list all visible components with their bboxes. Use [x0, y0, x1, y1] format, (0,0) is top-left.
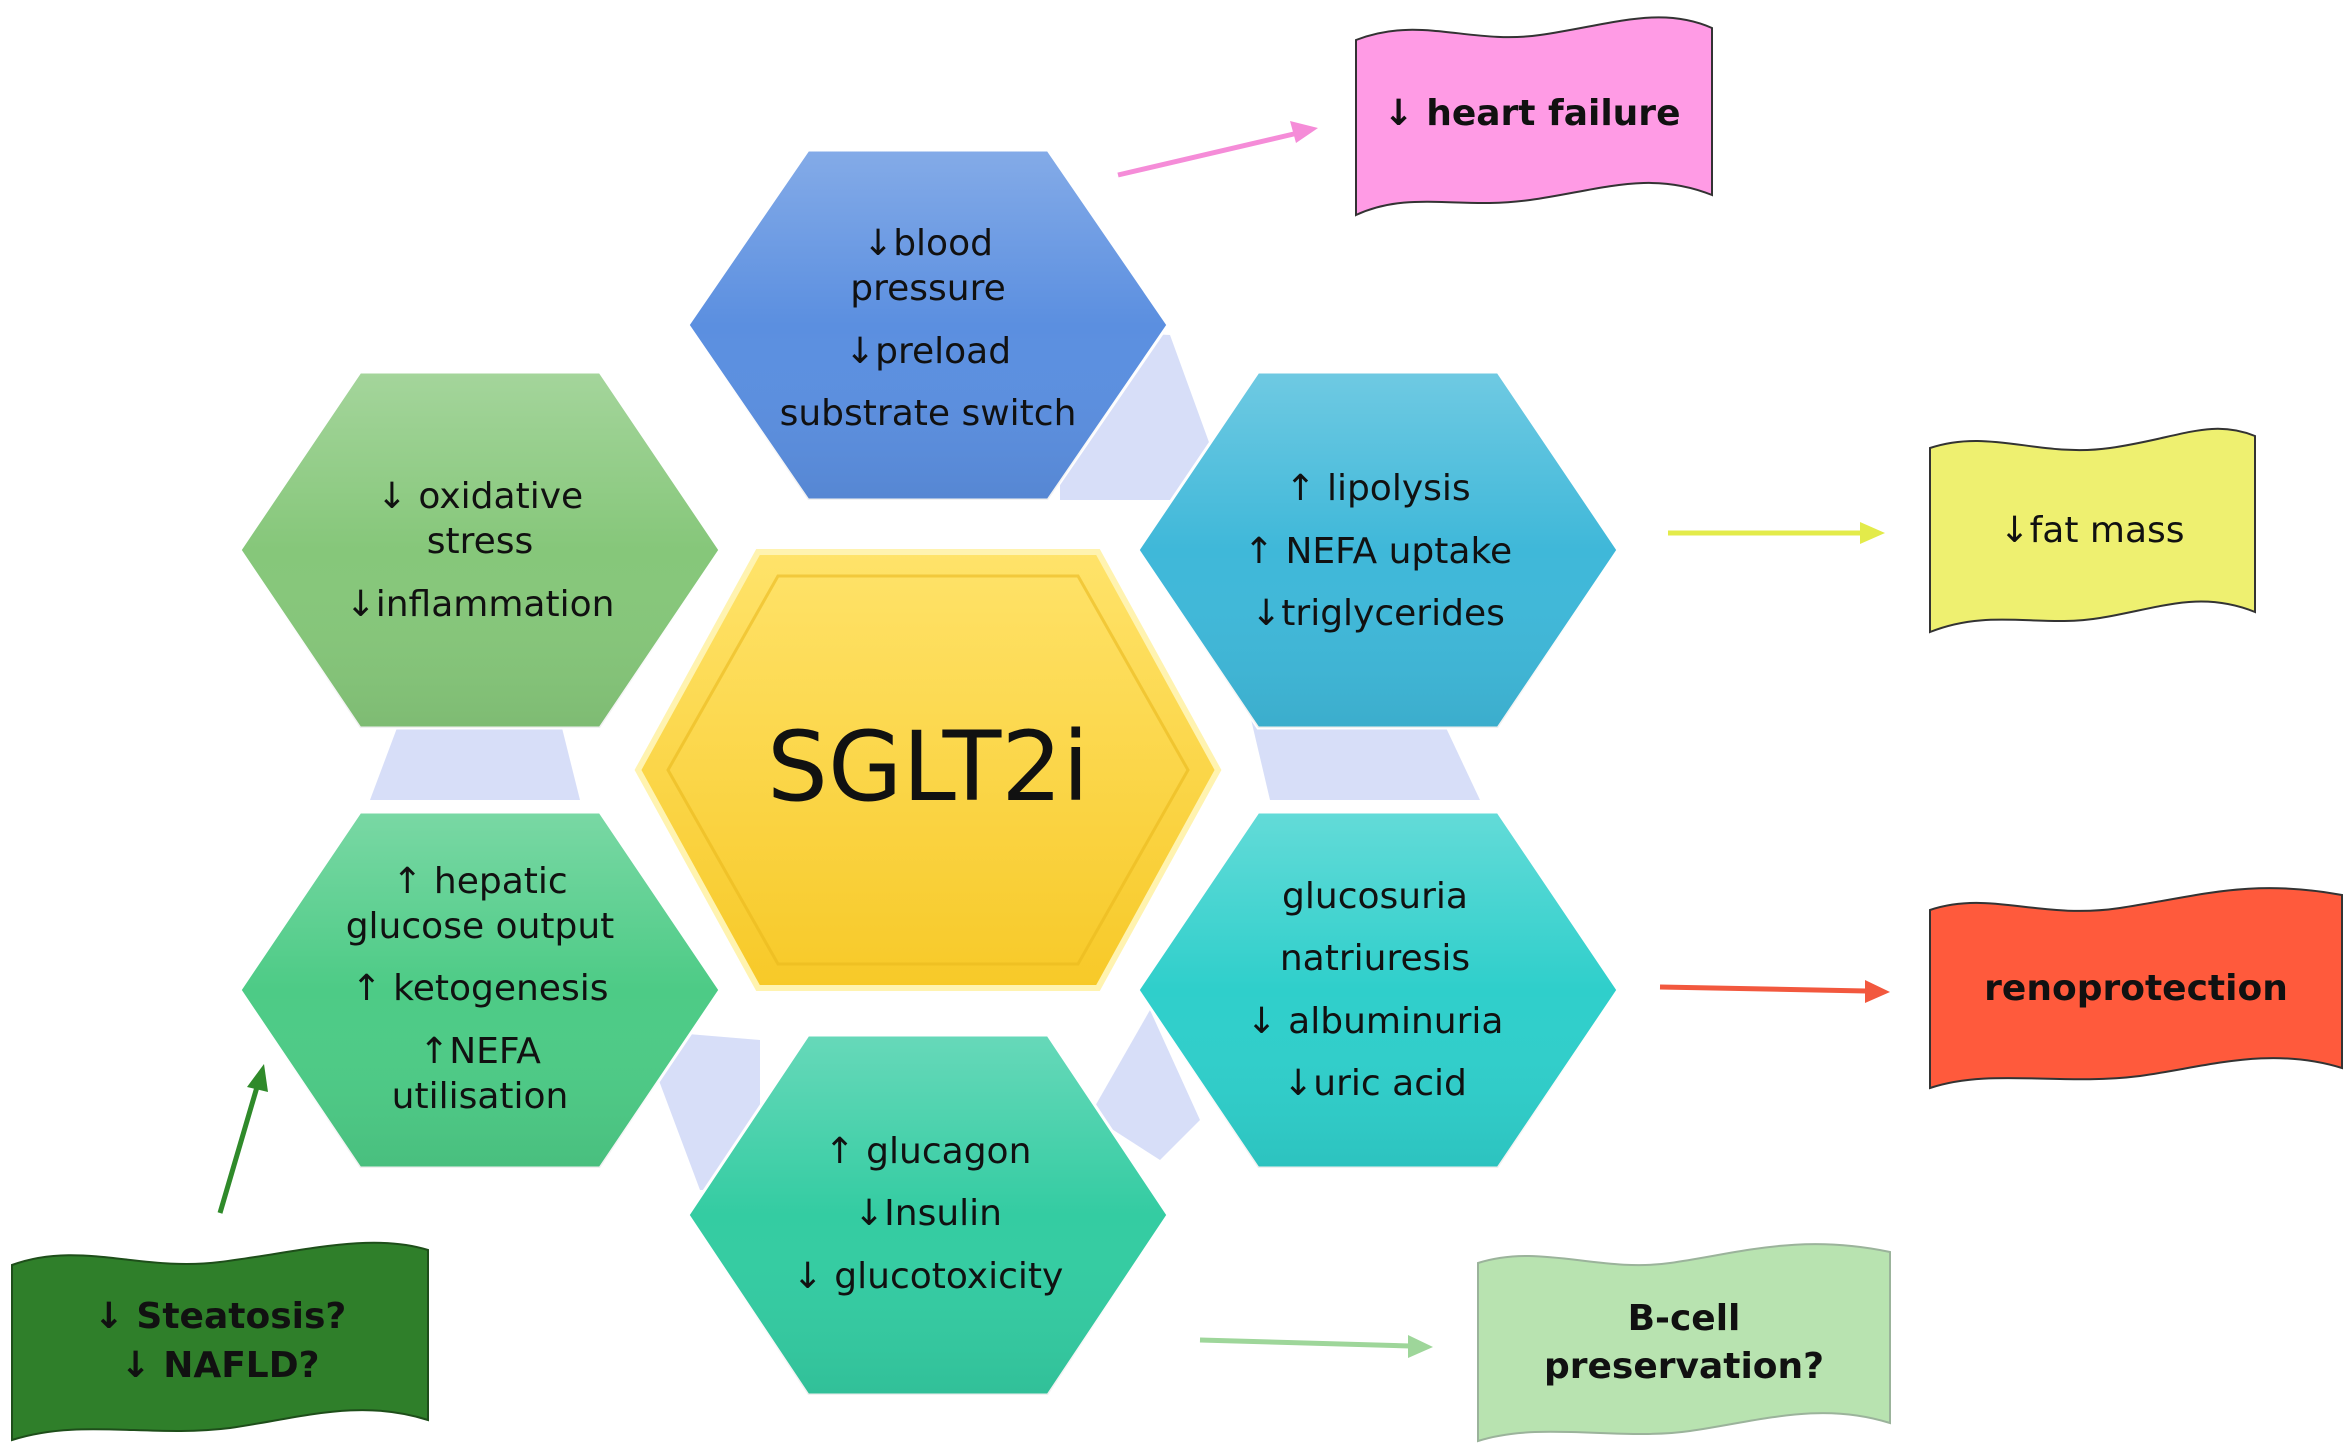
connector-right	[1250, 715, 1480, 800]
hexagon-top: ↓blood pressure ↓preload substrate switc…	[686, 148, 1170, 502]
hexagon-bottom-line-3: ↓ glucotoxicity	[793, 1256, 1064, 1297]
hexagon-top-line-1: ↓blood	[863, 223, 993, 264]
connector-left	[370, 720, 580, 800]
banner-b-cell-line-2: preservation?	[1544, 1346, 1824, 1387]
hexagon-bottom-line-1: ↑ glucagon	[825, 1131, 1032, 1172]
arrow-renoprotection-head	[1865, 980, 1890, 1003]
banner-nafld-line-2: ↓ NAFLD?	[121, 1345, 320, 1386]
hexagon-left-bottom-line-4: ↑NEFA	[419, 1031, 541, 1072]
banner-renoprotection-text: renoprotection	[1984, 968, 2288, 1009]
outcome-heart-failure: ↓ heart failure	[1355, 16, 1713, 217]
hexagon-right-top-gloss	[1138, 372, 1618, 728]
hexagon-center-shape	[634, 549, 1222, 991]
hexagon-center: SGLT2i	[634, 549, 1222, 991]
hexagon-left-bottom-line-2: glucose output	[346, 906, 615, 947]
hexagon-right-top: ↑ lipolysis ↑ NEFA uptake ↓triglycerides	[1136, 370, 1620, 730]
hexagon-top-line-4: substrate switch	[780, 393, 1077, 434]
hexagon-right-top-line-3: ↓triglycerides	[1251, 593, 1505, 634]
banner-heart-failure-shape	[1355, 16, 1713, 217]
hexagon-right-bottom-line-1: glucosuria	[1282, 876, 1468, 917]
banner-fat-mass-shape	[1929, 427, 2256, 634]
hexagon-right-bottom-line-3: ↓ albuminuria	[1247, 1001, 1504, 1042]
hexagon-center-bevel	[666, 574, 1190, 966]
center-label: SGLT2i	[767, 711, 1089, 823]
banner-nafld-line-1: ↓ Steatosis?	[94, 1296, 347, 1337]
hexagon-right-top-line-2: ↑ NEFA uptake	[1244, 531, 1512, 572]
hexagon-left-top-line-3: ↓inflammation	[346, 584, 615, 625]
arrow-heart-failure	[1117, 130, 1299, 178]
outcome-renoprotection: renoprotection	[1929, 887, 2343, 1090]
hexagon-right-top-line-1: ↑ lipolysis	[1285, 468, 1470, 509]
hexagon-right-bottom: glucosuria natriuresis ↓ albuminuria ↓ur…	[1136, 810, 1620, 1170]
arrow-nafld	[217, 1086, 260, 1214]
hexagon-bottom: ↑ glucagon ↓Insulin ↓ glucotoxicity	[686, 1033, 1170, 1397]
arrow-b-cell	[1199, 1337, 1411, 1349]
hexagon-left-top-line-2: stress	[427, 521, 534, 562]
banner-heart-failure-text: ↓ heart failure	[1384, 93, 1681, 134]
hexagon-top-gloss	[688, 150, 1168, 500]
outcome-arrows	[217, 121, 1890, 1358]
outcome-b-cell: B-cell preservation?	[1477, 1243, 1891, 1443]
arrow-heart-failure-head	[1290, 121, 1318, 143]
hexagon-left-bottom-gloss	[240, 812, 720, 1168]
hexagon-left-bottom-line-3: ↑ ketogenesis	[352, 968, 609, 1009]
arrow-nafld-head	[247, 1064, 268, 1092]
hexagon-left-top: ↓ oxidative stress ↓inflammation	[238, 370, 722, 730]
hexagon-left-bottom-line-5: utilisation	[392, 1076, 569, 1117]
hexagon-top-line-3: ↓preload	[845, 331, 1011, 372]
hexagon-top-line-2: pressure	[850, 268, 1006, 309]
hexagon-left-bottom-line-1: ↑ hepatic	[392, 861, 567, 902]
hexagon-left-top-line-1: ↓ oxidative	[377, 476, 583, 517]
outcome-fat-mass: ↓fat mass	[1929, 427, 2256, 634]
hexagon-bottom-gloss	[688, 1035, 1168, 1395]
hexagon-right-bottom-line-4: ↓uric acid	[1283, 1063, 1467, 1104]
banner-b-cell-line-1: B-cell	[1628, 1298, 1741, 1339]
arrow-fat-mass-head	[1860, 522, 1885, 544]
arrow-b-cell-head	[1408, 1335, 1433, 1358]
hexagon-right-bottom-gloss	[1138, 812, 1618, 1168]
hexagon-left-top-gloss	[240, 372, 720, 728]
hexagon-bottom-line-2: ↓Insulin	[854, 1193, 1002, 1234]
hexagon-left-bottom: ↑ hepatic glucose output ↑ ketogenesis ↑…	[238, 810, 722, 1170]
banner-b-cell-shape	[1477, 1243, 1891, 1443]
hexagon-right-bottom-line-2: natriuresis	[1280, 938, 1470, 979]
banner-renoprotection-shape	[1929, 887, 2343, 1090]
arrow-renoprotection	[1659, 984, 1867, 994]
connector-bottom-right	[1090, 1010, 1200, 1160]
outcome-nafld: ↓ Steatosis? ↓ NAFLD?	[11, 1241, 429, 1442]
banner-fat-mass-text: ↓fat mass	[1999, 510, 2184, 551]
banner-nafld-shape	[11, 1241, 429, 1442]
